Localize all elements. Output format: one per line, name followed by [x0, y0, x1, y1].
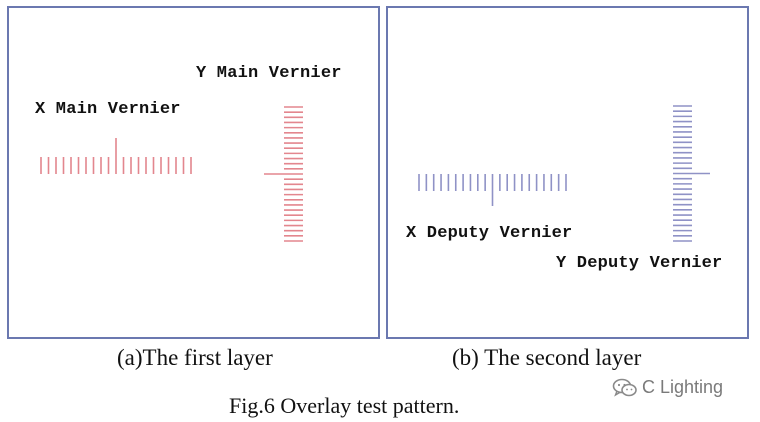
x-main-vernier-label: X Main Vernier [35, 100, 181, 119]
watermark: C Lighting [612, 377, 723, 398]
wechat-icon [612, 378, 637, 397]
caption-first-layer: (a)The first layer [117, 345, 273, 370]
x-deputy-vernier-label: X Deputy Vernier [406, 224, 573, 243]
caption-second-layer: (b) The second layer [452, 345, 642, 370]
y-main-vernier-label: Y Main Vernier [196, 64, 342, 83]
watermark-text: C Lighting [642, 377, 724, 397]
second-layer-panel [386, 6, 749, 339]
figure-title: Fig.6 Overlay test pattern. [229, 393, 460, 418]
y-deputy-vernier-label: Y Deputy Vernier [556, 254, 723, 273]
first-layer-panel [7, 6, 380, 339]
